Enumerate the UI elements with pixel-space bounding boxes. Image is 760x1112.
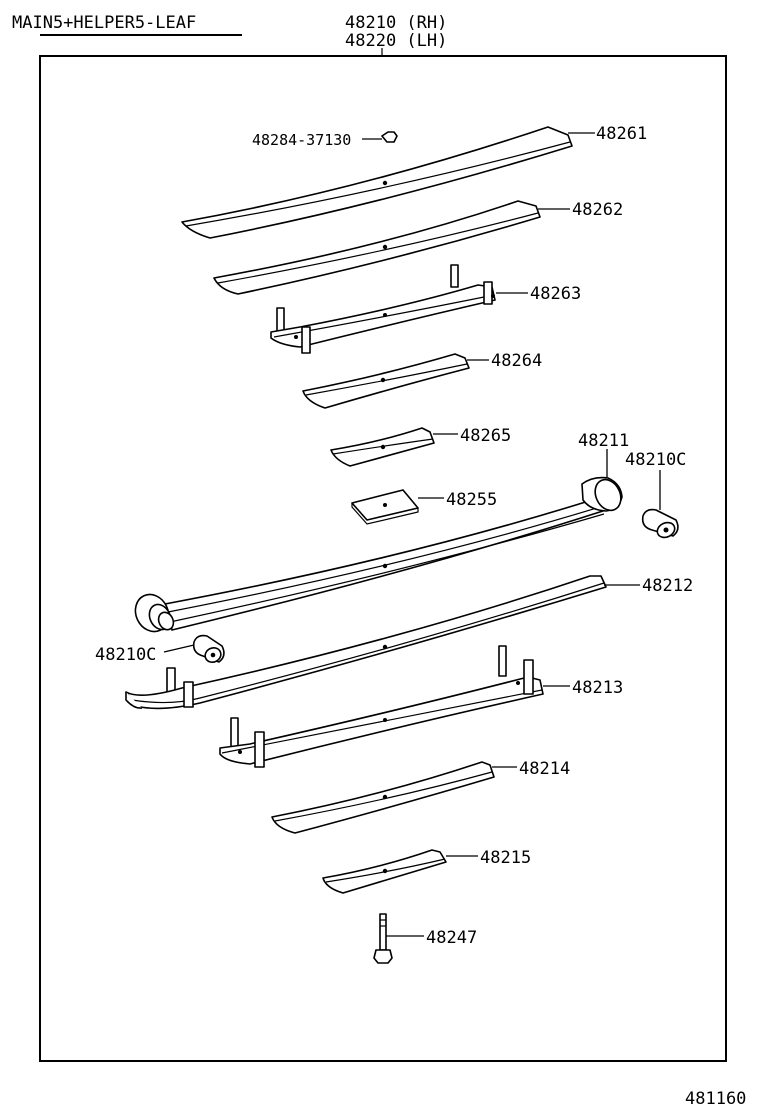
label-48264: 48264: [491, 351, 542, 371]
assembly-number-lh: 48220 (LH): [345, 31, 447, 51]
label-48265: 48265: [460, 426, 511, 446]
label-48211: 48211: [578, 431, 629, 451]
label-48210c-right: 48210C: [625, 450, 686, 470]
label-48261: 48261: [596, 124, 647, 144]
spacer-48255[interactable]: 48255: [351, 489, 497, 525]
diagram-frame: [39, 55, 727, 1062]
leaf-48262[interactable]: 48262: [213, 200, 623, 295]
label-48212: 48212: [642, 576, 693, 596]
center-bolt-48247[interactable]: 48247: [373, 913, 477, 964]
label-48263: 48263: [530, 284, 581, 304]
leaf-48215[interactable]: 48215: [322, 848, 531, 894]
leaf-48263[interactable]: 48263: [270, 264, 581, 354]
nut-48284[interactable]: 48284-37130: [252, 131, 398, 149]
figure-number: 481160: [685, 1089, 746, 1109]
leaf-48213[interactable]: 48213: [219, 645, 623, 768]
label-48255: 48255: [446, 490, 497, 510]
label-48214: 48214: [519, 759, 570, 779]
leaf-48214[interactable]: 48214: [271, 759, 570, 834]
leaf-48261[interactable]: 48261: [181, 124, 647, 239]
label-48213: 48213: [572, 678, 623, 698]
bushing-48210c-left[interactable]: 48210C: [95, 634, 225, 665]
label-48262: 48262: [572, 200, 623, 220]
label-48247: 48247: [426, 928, 477, 948]
leaf-48265[interactable]: 48265: [330, 426, 511, 467]
label-48284: 48284-37130: [252, 131, 351, 149]
bushing-48210c-right[interactable]: 48210C: [625, 450, 686, 540]
diagram-title: MAIN5+HELPER5-LEAF: [12, 13, 196, 33]
label-48215: 48215: [480, 848, 531, 868]
assembly-number-rh: 48210 (RH): [345, 13, 447, 33]
leaf-48211[interactable]: 48211: [129, 431, 629, 637]
label-48210c-left: 48210C: [95, 645, 156, 665]
leaf-48212[interactable]: 48212: [125, 575, 693, 710]
leaf-48264[interactable]: 48264: [302, 351, 542, 409]
